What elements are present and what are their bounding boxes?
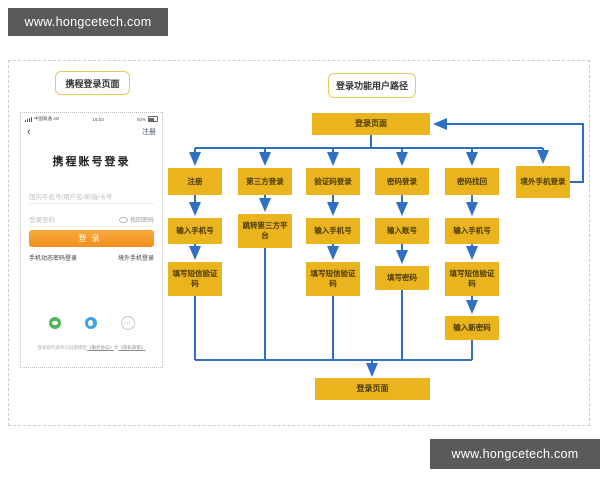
flow-step-code-sms-code: 填写短信验证码	[306, 262, 360, 296]
left-panel-title: 携程登录页面	[55, 71, 130, 95]
phone-nav-bar: ‹ 注册	[27, 125, 156, 139]
legal-text: 登录即代表你已同意携程《服务协议》和《隐私政策》	[37, 345, 146, 350]
watermark-banner-top: www.hongcetech.com	[8, 8, 168, 36]
back-chevron-icon[interactable]: ‹	[27, 125, 31, 138]
battery-icon	[147, 116, 158, 122]
account-placeholder: 国内手机号/用户名/邮箱/卡号	[29, 194, 113, 201]
flow-step-register-enter-phone: 输入手机号	[168, 218, 222, 244]
dynamic-password-link[interactable]: 手机动态密码登录	[29, 256, 78, 262]
flow-title: 登录功能用户路径	[328, 73, 416, 98]
password-field[interactable]: 登录密码 找回密码	[29, 208, 154, 227]
flow-node-password-login: 密码登录	[375, 168, 429, 195]
flow-step-recovery-sms-code: 填写短信验证码	[445, 262, 499, 296]
privacy-policy-link[interactable]: 《隐私政策》	[118, 345, 146, 350]
flow-step-register-sms-code: 填写短信验证码	[168, 262, 222, 296]
watermark-banner-bottom: www.hongcetech.com	[430, 439, 600, 469]
phone-status-bar: 中国联通 4G 16:53 92%	[25, 115, 158, 123]
social-login-row: ⋯	[21, 316, 162, 330]
flow-node-code-login: 验证码登录	[306, 168, 360, 195]
flow-node-start: 登录页面	[312, 113, 430, 135]
clock-label: 16:53	[92, 116, 104, 122]
flow-step-enter-new-password: 输入新密码	[445, 316, 499, 340]
flow-step-enter-account: 输入账号	[375, 218, 429, 244]
more-icon[interactable]: ⋯	[120, 316, 135, 330]
flow-step-code-enter-phone: 输入手机号	[306, 218, 360, 244]
register-link[interactable]: 注册	[142, 129, 156, 136]
flow-node-overseas-login: 境外手机登录	[516, 166, 570, 198]
overseas-phone-link[interactable]: 境外手机登录	[117, 256, 154, 262]
phone-login-title: 携程账号登录	[52, 156, 131, 168]
login-button[interactable]: 登录	[29, 230, 154, 247]
signal-icon	[25, 116, 32, 122]
password-placeholder: 登录密码	[29, 217, 55, 224]
flow-node-register: 注册	[168, 168, 222, 195]
eye-icon[interactable]	[118, 216, 128, 223]
flow-step-recovery-enter-phone: 输入手机号	[445, 218, 499, 244]
flow-step-jump-third-party: 跳转第三方平台	[238, 214, 292, 248]
find-password-link[interactable]: 找回密码	[118, 215, 154, 224]
battery-percent: 92%	[136, 116, 146, 122]
flow-node-password-recovery: 密码找回	[445, 168, 499, 195]
flow-step-enter-password: 填写密码	[375, 266, 429, 290]
flow-node-third-party-login: 第三方登录	[238, 168, 292, 195]
account-field[interactable]: 国内手机号/用户名/邮箱/卡号	[29, 185, 154, 204]
carrier-label: 中国联通 4G	[34, 116, 60, 121]
diagram-frame	[8, 60, 590, 426]
qq-icon[interactable]	[84, 317, 97, 329]
phone-screenshot: 中国联通 4G 16:53 92% ‹ 注册 携程账号登录 国内手机号/用户名/…	[20, 112, 163, 368]
flow-node-end: 登录页面	[315, 378, 430, 400]
wechat-icon[interactable]	[48, 317, 61, 329]
service-agreement-link[interactable]: 《服务协议》	[87, 345, 114, 350]
